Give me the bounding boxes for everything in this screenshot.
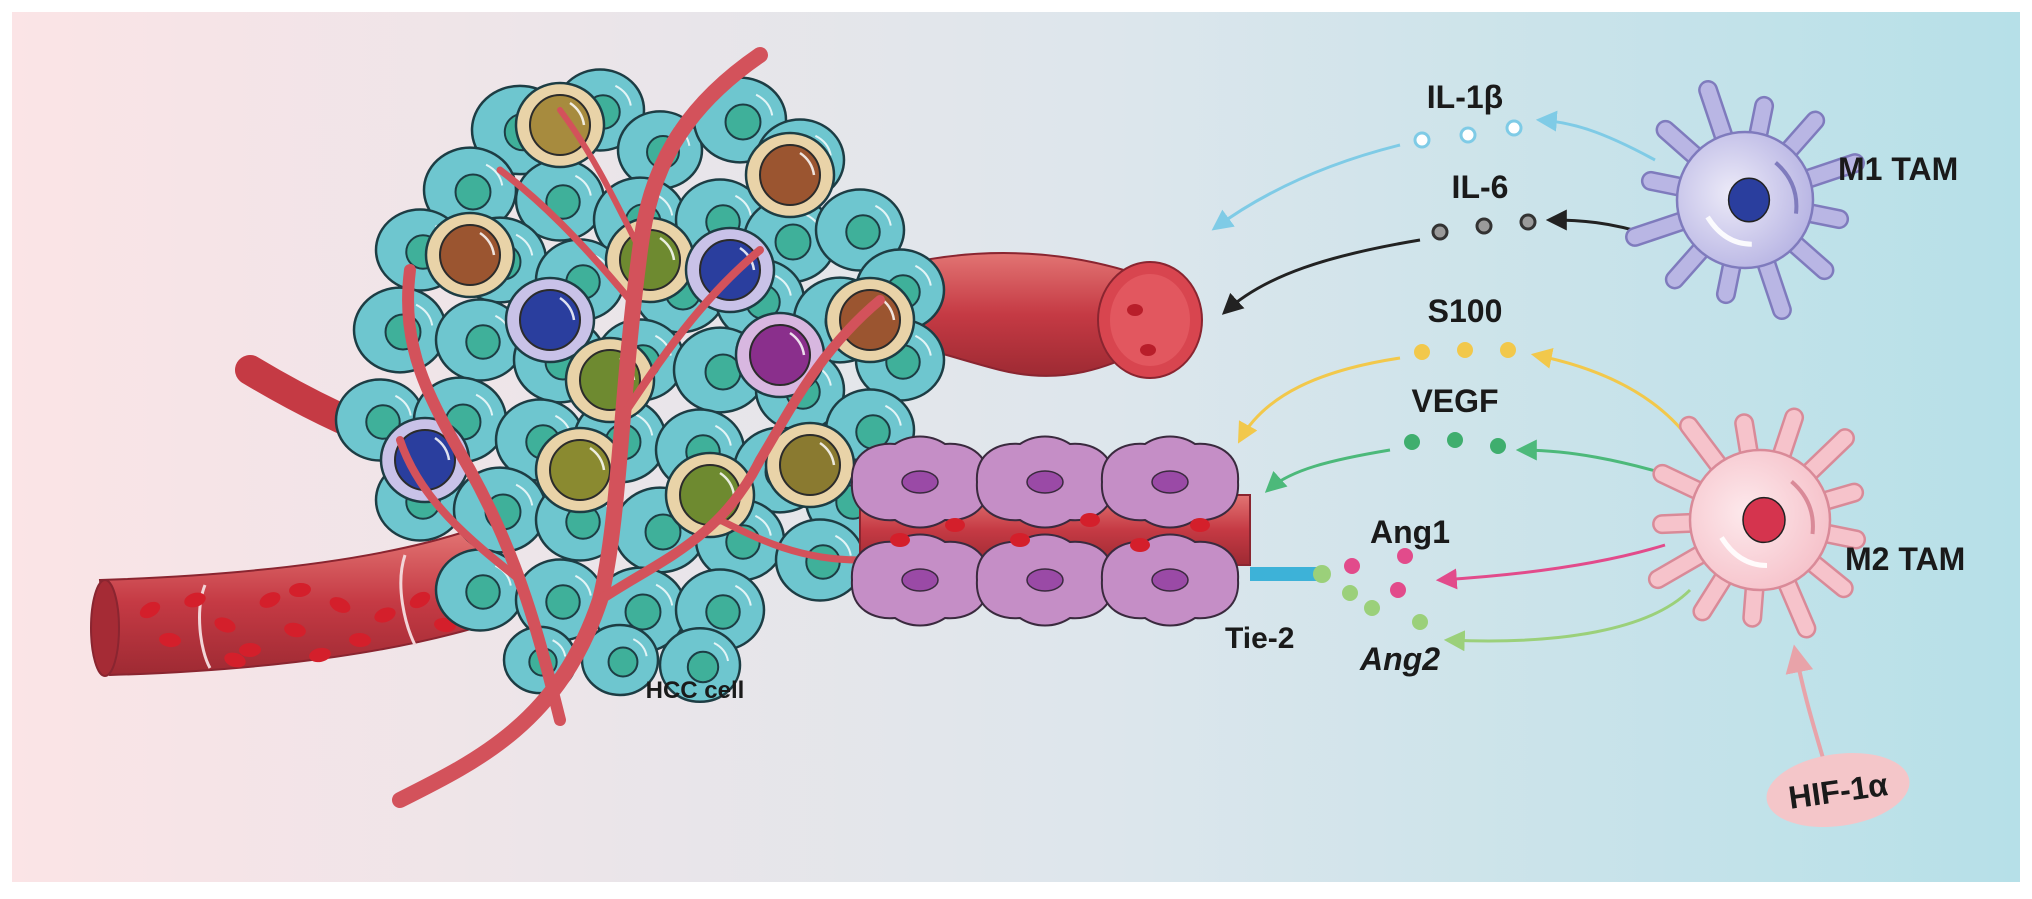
m1-to-il1b-arrow: [1535, 110, 1656, 162]
red-blood-cell: [159, 632, 181, 648]
cell-detail: [1774, 161, 1799, 214]
hcc-cell-highlighted: [684, 226, 776, 314]
il1b-label: IL-1β: [1427, 79, 1503, 115]
tie2-label: Tie-2: [1225, 622, 1294, 655]
vegf-label: VEGF: [1411, 383, 1498, 419]
s100-molecules: [1414, 342, 1516, 360]
hif1a-bubble: HIF-1α: [1766, 752, 1910, 828]
hcc-cell-highlighted: [744, 131, 836, 219]
red-blood-cell: [309, 647, 331, 663]
endothelial-cell: [1100, 533, 1240, 627]
hcc-cell: [658, 626, 742, 704]
m2-tam-label: M2 TAM: [1845, 541, 1965, 577]
nucleus: [1727, 177, 1771, 223]
endothelial-cell: [975, 435, 1115, 529]
vegf-molecules: [1404, 432, 1506, 454]
hcc-cell-highlighted: [564, 336, 656, 424]
m2-to-ang2-arrow: [1443, 588, 1692, 652]
endothelial-vessel: [850, 435, 1251, 627]
red-blood-cell: [1010, 533, 1030, 547]
ang1-molecules: [1344, 548, 1413, 598]
ang2-molecules: [1342, 585, 1428, 630]
red-blood-cell: [349, 632, 371, 648]
ang2-label: Ang2: [1359, 641, 1440, 677]
lower-left-blood-vessel: [90, 528, 502, 677]
m2-tam-macrophage: [1647, 407, 1867, 639]
il1b-to-vessel-arrow: [1211, 143, 1401, 231]
red-blood-cell: [1190, 518, 1210, 532]
hif1a-to-m2-arrow: [1785, 644, 1827, 766]
red-blood-cell: [239, 642, 261, 658]
red-blood-cell: [214, 617, 236, 633]
red-blood-cell: [945, 518, 965, 532]
red-blood-cell: [374, 607, 396, 623]
m2-to-s100-arrow: [1530, 348, 1692, 441]
red-blood-cell: [890, 533, 910, 547]
red-blood-cell: [289, 582, 311, 598]
endothelial-cell: [1100, 435, 1240, 529]
hcc-cell-highlighted: [734, 311, 826, 399]
red-blood-cell: [1080, 513, 1100, 527]
hcc-cell: [514, 158, 606, 242]
tumor-branching-vessels: [392, 47, 885, 808]
hcc-cell-highlighted: [534, 426, 626, 514]
hcc-cell-highlighted: [764, 421, 856, 509]
il1b-molecules: [1413, 119, 1523, 149]
nucleus: [1742, 496, 1786, 544]
red-blood-cell: [139, 601, 161, 619]
hcc-cell: [814, 188, 906, 272]
upper-right-blood-vessel: [879, 252, 1203, 379]
cell-detail: [1790, 479, 1815, 535]
m1-tam-macrophage: [1625, 80, 1865, 320]
red-blood-cell: [329, 597, 351, 613]
vegf-to-endothelium-arrow: [1264, 448, 1391, 493]
hcc-cell-highlighted: [824, 276, 916, 364]
m2-to-ang1-arrow: [1435, 543, 1666, 590]
endothelial-cell: [850, 533, 990, 627]
tie2-ligand-dot: [1313, 565, 1331, 583]
hcc-cell-label: HCC cell: [646, 677, 745, 704]
endothelial-cell: [975, 533, 1115, 627]
il6-molecules: [1431, 213, 1537, 241]
cell-highlight: [1719, 536, 1768, 568]
hcc-cell-highlighted: [424, 211, 516, 299]
cell-highlight: [1705, 215, 1752, 247]
m1-tam-label: M1 TAM: [1838, 151, 1958, 187]
red-blood-cell: [259, 592, 281, 608]
red-blood-cell: [409, 591, 431, 609]
il6-to-vessel-arrow: [1221, 238, 1421, 315]
endothelial-cell: [850, 435, 990, 529]
red-blood-cell: [224, 652, 246, 668]
s100-to-vessel-arrow: [1237, 356, 1401, 444]
red-blood-cell: [184, 592, 206, 608]
endothelial-cells: [850, 435, 1240, 627]
ang1-label: Ang1: [1370, 514, 1450, 550]
red-blood-cell: [1130, 538, 1150, 552]
tie2-receptor: [1250, 567, 1318, 581]
vessel-red-blood-cells: [890, 513, 1210, 552]
red-blood-cells: [139, 582, 456, 668]
hcc-cell-highlighted: [504, 276, 596, 364]
s100-label: S100: [1428, 293, 1503, 329]
il6-label: IL-6: [1452, 169, 1509, 205]
red-blood-cell: [284, 622, 306, 638]
hcc-cell: [352, 286, 448, 374]
